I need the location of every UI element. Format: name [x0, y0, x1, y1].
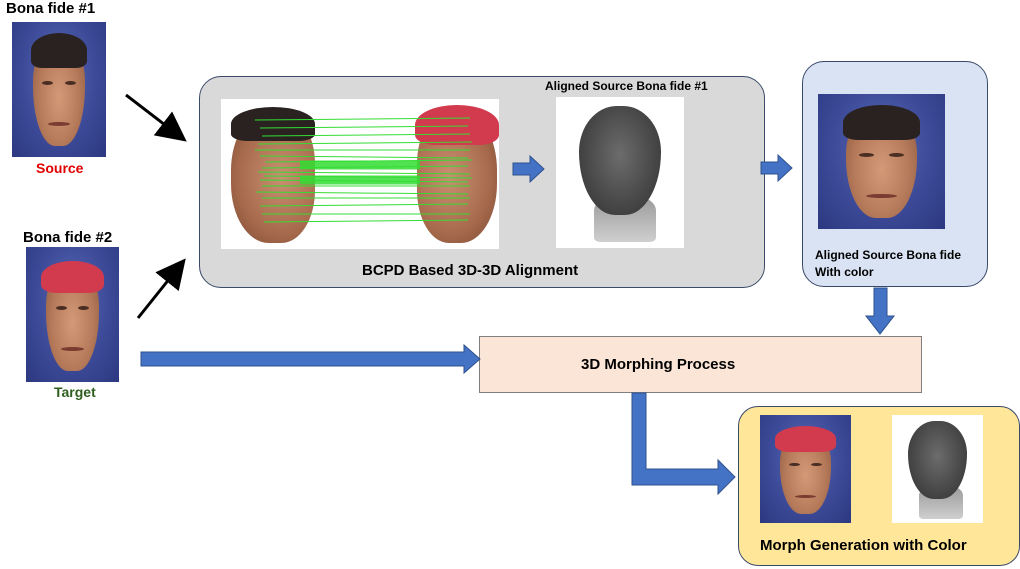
- bona-fide-1-photo: [12, 22, 106, 157]
- target-caption: Target: [54, 384, 96, 400]
- aligned-color-label-line1: Aligned Source Bona fide: [815, 248, 962, 262]
- alignment-to-color-arrow: [760, 153, 793, 183]
- aligned-color-label-line2: With color: [815, 265, 874, 279]
- aligned-color-photo: [818, 94, 945, 229]
- aligned-depth-image: [556, 97, 684, 248]
- bona-fide-1-title: Bona fide #1: [6, 0, 96, 17]
- morph-depth-image: [892, 415, 983, 523]
- bona-fide-2-title: Bona fide #2: [23, 229, 113, 246]
- morphing-process-label: 3D Morphing Process: [581, 356, 736, 373]
- morph-to-output-arrow: [631, 392, 736, 496]
- morphing-process-box: [479, 336, 922, 393]
- correspondence-lines: [254, 117, 473, 223]
- bona-fide-2-photo: [26, 247, 119, 382]
- correspondence-to-depth-arrow: [512, 154, 545, 184]
- target-to-morph-arrow: [140, 343, 481, 375]
- bcpd-alignment-label: BCPD Based 3D-3D Alignment: [362, 262, 579, 279]
- aligned-source-caption: Aligned Source Bona fide #1: [545, 79, 708, 93]
- target-arrow: [136, 258, 186, 319]
- color-to-morph-arrow: [864, 287, 896, 335]
- morph-output-label: Morph Generation with Color: [760, 537, 967, 554]
- source-caption: Source: [36, 160, 84, 176]
- source-arrow: [125, 93, 187, 142]
- morph-color-photo: [760, 415, 851, 523]
